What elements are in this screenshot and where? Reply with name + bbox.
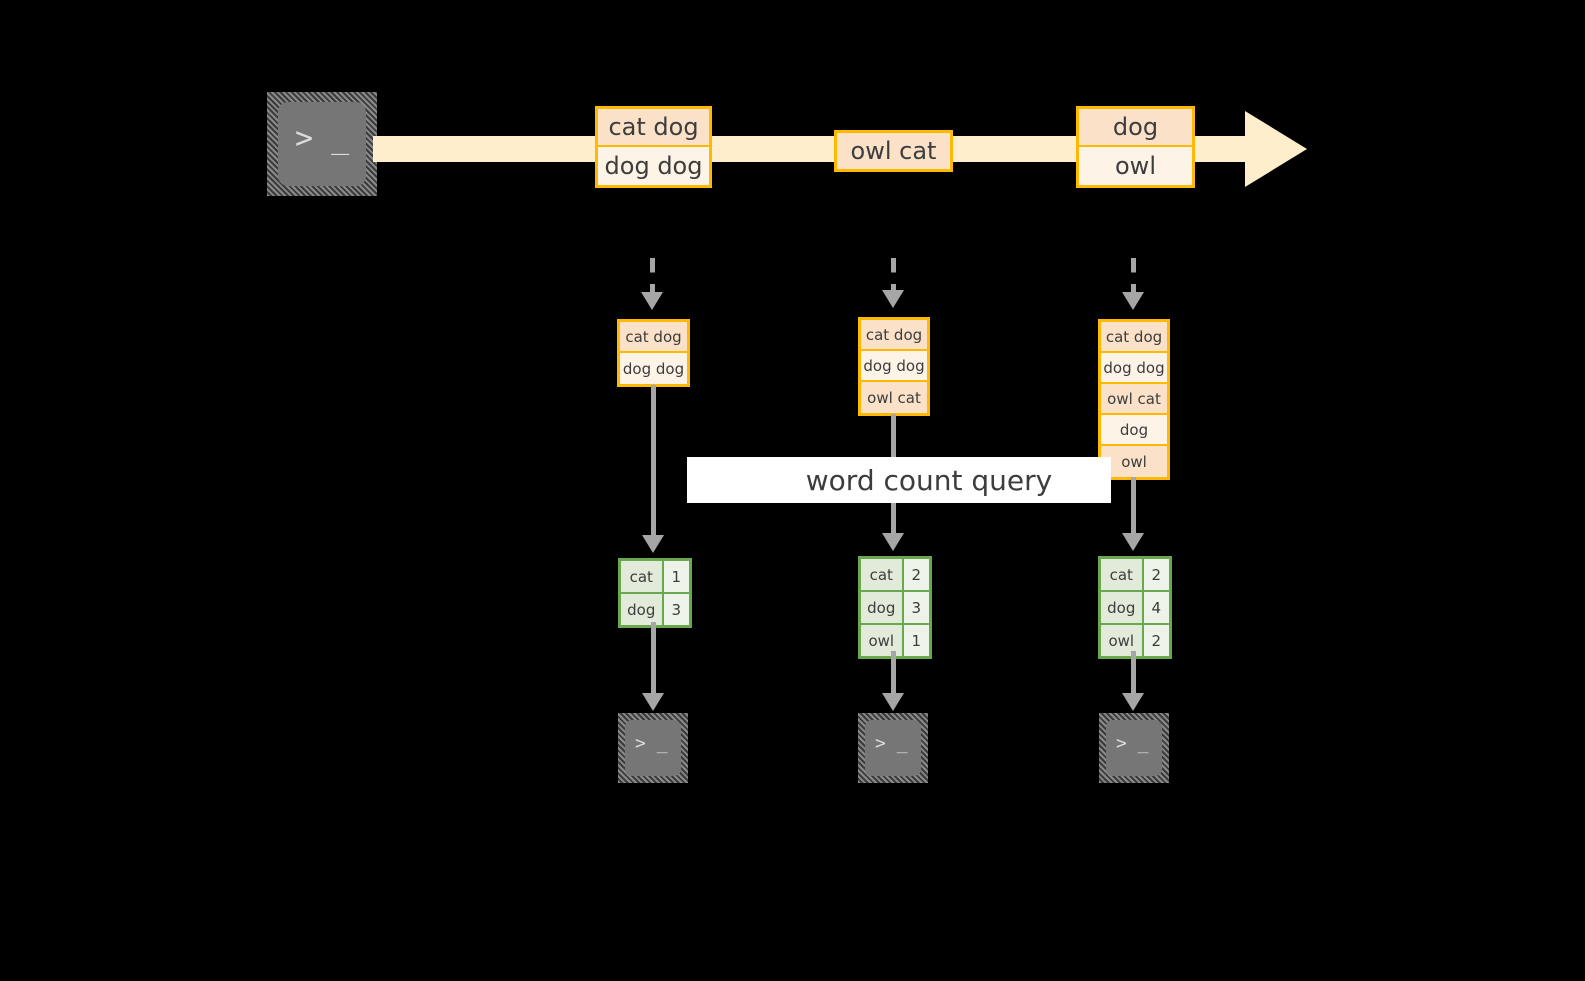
column-1-sink-terminal-icon: > _	[618, 713, 688, 783]
query-label-text: word count query	[805, 463, 1053, 497]
stream-to-input-connector-1	[650, 258, 655, 292]
column-3-result-word-1: cat	[1101, 559, 1144, 590]
table-row: dog 3	[621, 594, 689, 625]
column-2-result-count-2: 3	[903, 592, 929, 623]
column-3-input-line-4: dog	[1101, 415, 1167, 446]
column-3-result-count-1: 2	[1143, 559, 1169, 590]
column-1-result-table: cat 1 dog 3	[618, 558, 692, 628]
column-2-result-word-2: dog	[861, 592, 904, 623]
stream-batch-1-line-1: cat dog	[598, 109, 709, 147]
terminal-prompt-text: > _	[1116, 733, 1149, 754]
query-label-band: word count query	[687, 457, 1111, 503]
terminal-prompt-text: > _	[875, 733, 908, 754]
column-1-result-word-2: dog	[621, 594, 664, 625]
column-3-input-line-5: owl	[1101, 446, 1167, 477]
column-1-input-line-2: dog dog	[620, 353, 687, 384]
result-to-sink-connector-2	[891, 651, 896, 696]
column-3-result-word-2: dog	[1101, 592, 1144, 623]
column-3-result-count-2: 4	[1143, 592, 1169, 623]
table-row: cat 2	[861, 559, 929, 592]
column-3-input-line-1: cat dog	[1101, 322, 1167, 353]
column-3-result-word-3: owl	[1101, 625, 1144, 656]
result-to-sink-connector-1	[651, 622, 656, 696]
column-1-input-box: cat dog dog dog	[617, 319, 690, 387]
table-row: dog 4	[1101, 592, 1169, 625]
column-2-sink-terminal-icon: > _	[858, 713, 928, 783]
column-3-input-line-3: owl cat	[1101, 384, 1167, 415]
stream-to-input-arrowhead-1	[641, 292, 663, 310]
table-row: owl 1	[861, 625, 929, 656]
terminal-screen	[865, 720, 921, 776]
input-to-result-arrowhead-2	[882, 533, 904, 551]
column-3-result-table: cat 2 dog 4 owl 2	[1098, 556, 1172, 659]
stream-batch-3-line-1: dog	[1079, 109, 1192, 147]
column-3-input-box: cat dog dog dog owl cat dog owl	[1098, 319, 1170, 480]
column-1-result-word-1: cat	[621, 561, 664, 592]
stream-arrowhead-icon	[1245, 111, 1307, 187]
terminal-screen	[278, 102, 366, 186]
column-2-result-table: cat 2 dog 3 owl 1	[858, 556, 932, 659]
table-row: cat 2	[1101, 559, 1169, 592]
stream-batch-2-box: owl cat	[834, 130, 953, 172]
column-1-result-count-2: 3	[663, 594, 689, 625]
column-3-input-line-2: dog dog	[1101, 353, 1167, 384]
stream-batch-3-box: dog owl	[1076, 106, 1195, 188]
input-to-result-connector-3	[1131, 477, 1136, 538]
stream-to-input-arrowhead-3	[1122, 292, 1144, 310]
stream-to-input-connector-2	[891, 258, 896, 290]
table-row: cat 1	[621, 561, 689, 594]
input-to-result-arrowhead-3	[1122, 533, 1144, 551]
input-to-result-arrowhead-1	[642, 535, 664, 553]
stream-batch-1-line-2: dog dog	[598, 147, 709, 185]
column-1-input-line-1: cat dog	[620, 322, 687, 353]
terminal-prompt-text: > _	[295, 121, 350, 156]
table-row: dog 3	[861, 592, 929, 625]
terminal-screen	[625, 720, 681, 776]
table-row: owl 2	[1101, 625, 1169, 656]
input-to-result-connector-1	[651, 385, 656, 540]
stream-batch-3-line-2: owl	[1079, 147, 1192, 185]
column-3-result-count-3: 2	[1143, 625, 1169, 656]
terminal-prompt-text: > _	[635, 733, 668, 754]
source-terminal-icon: > _	[267, 92, 377, 196]
column-3-sink-terminal-icon: > _	[1099, 713, 1169, 783]
column-2-input-box: cat dog dog dog owl cat	[858, 317, 930, 416]
column-2-input-line-2: dog dog	[861, 351, 927, 382]
column-2-input-line-3: owl cat	[861, 382, 927, 413]
column-2-result-word-3: owl	[861, 625, 904, 656]
column-2-result-word-1: cat	[861, 559, 904, 590]
column-2-result-count-1: 2	[903, 559, 929, 590]
stream-batch-2-line-1: owl cat	[837, 133, 950, 169]
column-2-result-count-3: 1	[903, 625, 929, 656]
result-to-sink-connector-3	[1131, 651, 1136, 696]
column-1-result-count-1: 1	[663, 561, 689, 592]
result-to-sink-arrowhead-3	[1122, 693, 1144, 711]
result-to-sink-arrowhead-1	[642, 693, 664, 711]
stream-to-input-connector-3	[1131, 258, 1136, 292]
column-2-input-line-1: cat dog	[861, 320, 927, 351]
terminal-screen	[1106, 720, 1162, 776]
result-to-sink-arrowhead-2	[882, 693, 904, 711]
stream-to-input-arrowhead-2	[882, 290, 904, 308]
stream-batch-1-box: cat dog dog dog	[595, 106, 712, 188]
